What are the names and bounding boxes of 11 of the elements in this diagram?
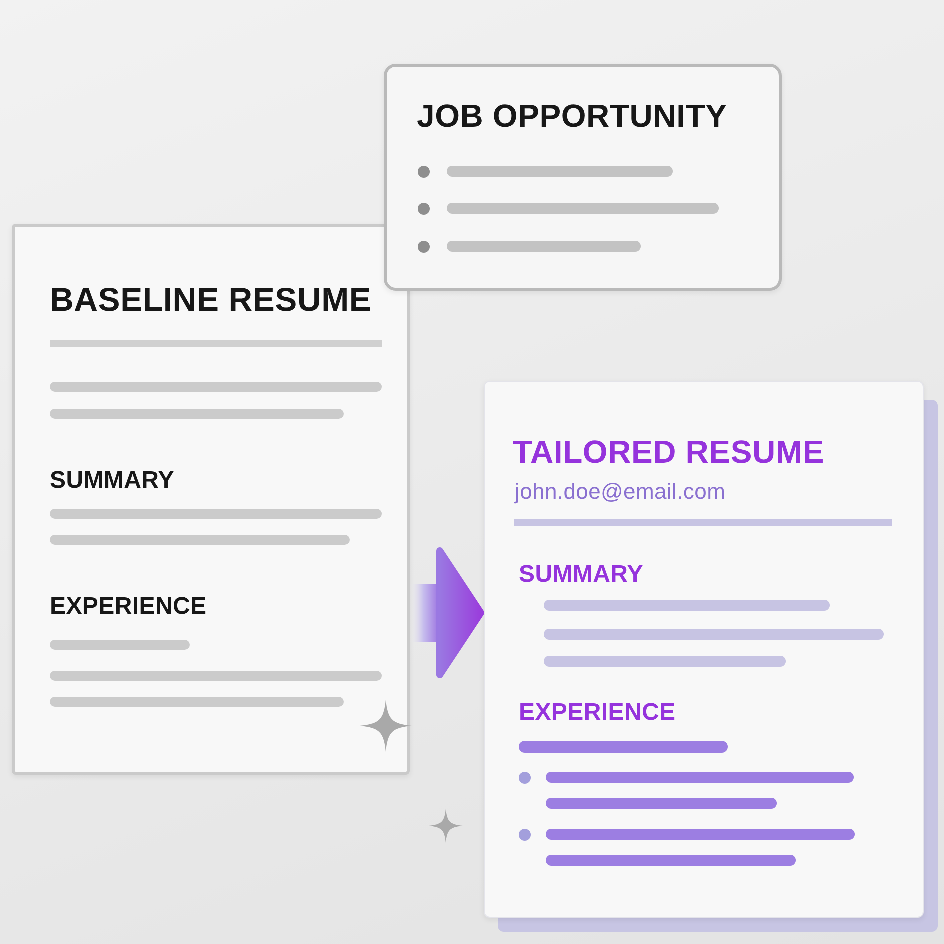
card-heading: TAILORED RESUME [513, 434, 824, 471]
resume-card [12, 224, 410, 775]
job-posting-card [384, 64, 782, 291]
email-address: john.doe@email.com [515, 479, 726, 504]
section-heading: SUMMARY [50, 467, 175, 495]
card-heading: JOB OPPORTUNITY [417, 98, 728, 135]
card-heading: BASELINE RESUME [50, 281, 372, 319]
section-heading: SUMMARY [519, 561, 644, 589]
resume-card [484, 381, 924, 918]
section-heading: EXPERIENCE [519, 699, 676, 727]
section-heading: EXPERIENCE [50, 593, 207, 621]
